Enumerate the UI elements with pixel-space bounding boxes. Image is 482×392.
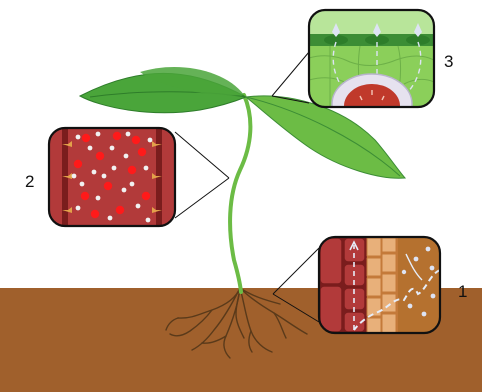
leaf-right [246,96,405,178]
callout-number-1: 1 [458,282,467,301]
plant-stem [230,95,250,292]
zoom-stem-section [49,128,175,226]
callout-number-3: 3 [444,52,453,71]
zoom-root-section [319,237,440,333]
callout-number-2: 2 [25,172,34,191]
